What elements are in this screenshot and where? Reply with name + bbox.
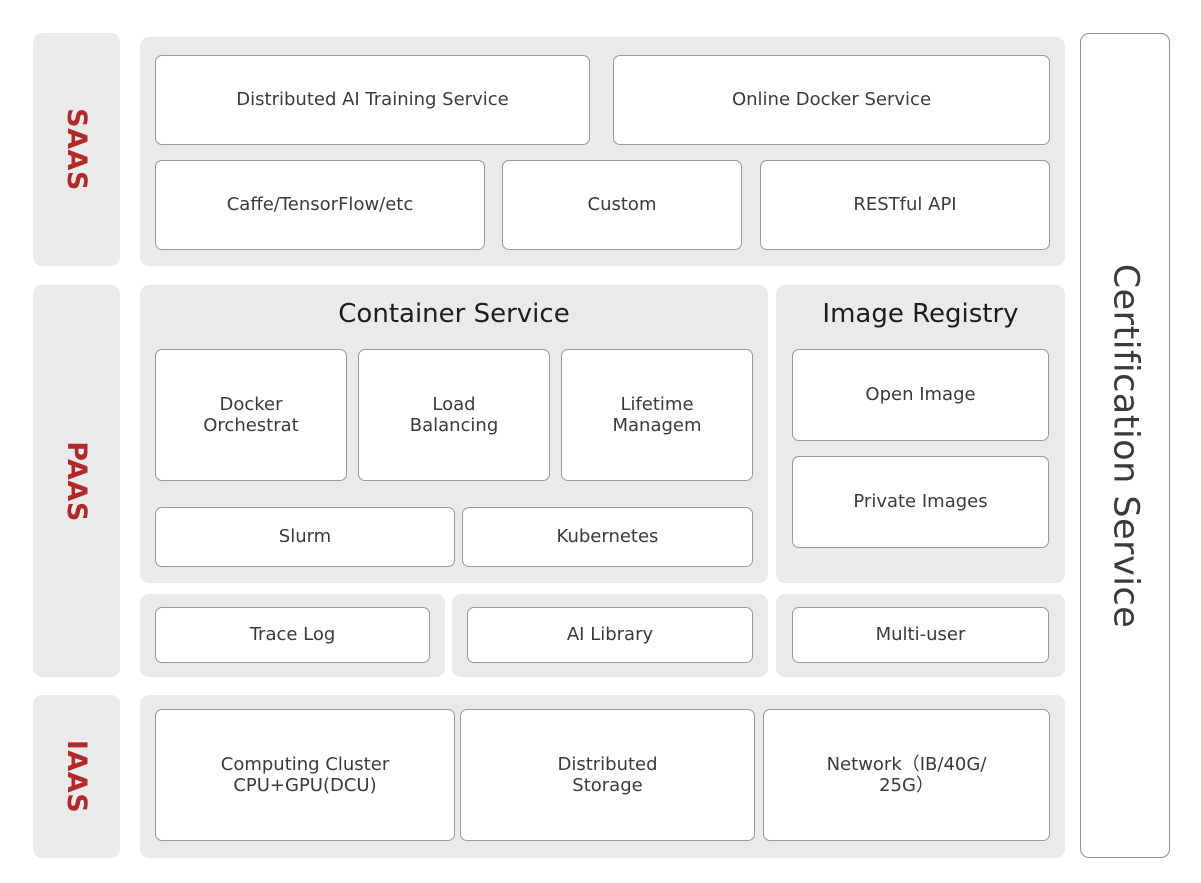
multi-user-panel: Multi-user	[776, 594, 1065, 677]
tier-label-iaas-text: IAAS	[60, 739, 92, 814]
paas-box-ai-library[interactable]: AI Library	[467, 607, 753, 663]
ai-library-panel: AI Library	[452, 594, 768, 677]
saas-box-caffe-tensorflow-etc[interactable]: Caffe/TensorFlow/etc	[155, 160, 485, 250]
iaas-panel: Computing Cluster CPU+GPU(DCU) Distribut…	[140, 695, 1065, 858]
saas-box-online-docker-service[interactable]: Online Docker Service	[613, 55, 1050, 145]
certification-service-panel: Certification Service	[1080, 33, 1170, 858]
saas-panel: Distributed AI Training Service Online D…	[140, 37, 1065, 266]
container-service-box-slurm[interactable]: Slurm	[155, 507, 455, 567]
image-registry-box-open-image[interactable]: Open Image	[792, 349, 1049, 441]
container-service-box-lifetime-managem[interactable]: Lifetime Managem	[561, 349, 753, 481]
paas-box-trace-log[interactable]: Trace Log	[155, 607, 430, 663]
tier-label-iaas: IAAS	[33, 695, 120, 858]
saas-box-custom[interactable]: Custom	[502, 160, 742, 250]
container-service-panel: Container Service Docker Orchestrat Load…	[140, 285, 768, 583]
tier-label-saas-text: SAAS	[61, 108, 92, 191]
container-service-box-kubernetes[interactable]: Kubernetes	[462, 507, 753, 567]
saas-box-restful-api[interactable]: RESTful API	[760, 160, 1050, 250]
iaas-box-network[interactable]: Network（IB/40G/ 25G）	[763, 709, 1050, 841]
tier-label-saas: SAAS	[33, 33, 120, 266]
image-registry-panel: Image Registry Open Image Private Images	[776, 285, 1065, 583]
container-service-box-load-balancing[interactable]: Load Balancing	[358, 349, 550, 481]
certification-service-label: Certification Service	[1105, 263, 1146, 628]
image-registry-heading: Image Registry	[822, 299, 1019, 329]
container-service-heading: Container Service	[338, 299, 570, 329]
trace-log-panel: Trace Log	[140, 594, 445, 677]
iaas-box-computing-cluster[interactable]: Computing Cluster CPU+GPU(DCU)	[155, 709, 455, 841]
image-registry-box-private-images[interactable]: Private Images	[792, 456, 1049, 548]
tier-label-paas-text: PAAS	[61, 440, 92, 522]
iaas-box-distributed-storage[interactable]: Distributed Storage	[460, 709, 755, 841]
paas-box-multi-user[interactable]: Multi-user	[792, 607, 1049, 663]
tier-label-paas: PAAS	[33, 285, 120, 677]
container-service-box-docker-orchestrat[interactable]: Docker Orchestrat	[155, 349, 347, 481]
saas-box-distributed-ai-training-service[interactable]: Distributed AI Training Service	[155, 55, 590, 145]
